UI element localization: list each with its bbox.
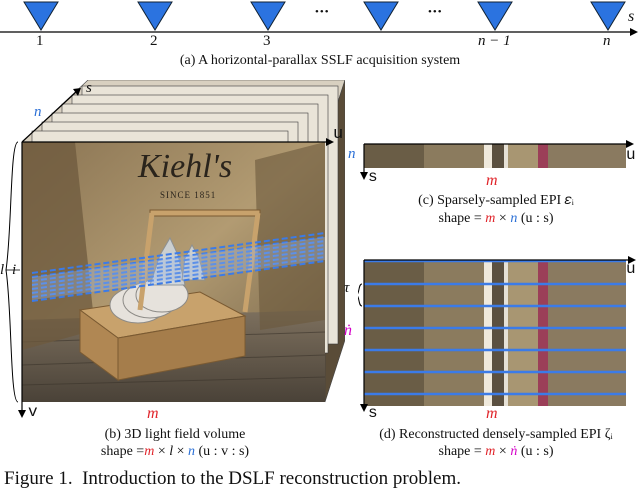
caption-c-x: × <box>495 211 511 226</box>
dense-m-label: m <box>486 405 498 422</box>
ellipsis-1: ••• <box>315 6 330 18</box>
volume-n-label: n <box>34 104 42 120</box>
epi-plane-shading <box>32 237 325 300</box>
light-field-volume <box>5 80 345 418</box>
caption-d-prefix: shape = <box>438 444 486 459</box>
scene-box-left <box>22 142 95 350</box>
caption-b-prefix: shape = <box>100 444 145 459</box>
camera-2-icon <box>137 1 173 31</box>
camera-label-n-minus-1: n − 1 <box>478 33 511 49</box>
ellipsis-2: ••• <box>428 6 443 18</box>
sparse-u-label: u <box>626 146 636 164</box>
scene-box-right <box>255 142 325 330</box>
caption-c-n: n <box>510 211 518 226</box>
camera-n-minus-1-icon <box>477 1 513 31</box>
sparse-m-label: m <box>486 172 498 189</box>
camera-n-icon <box>590 1 626 31</box>
caption-b-x2: × <box>173 444 189 459</box>
volume-u-label: u <box>333 125 344 144</box>
volume-s-label: s <box>86 80 92 96</box>
camera-label-2: 2 <box>150 33 158 49</box>
caption-d-x: × <box>495 444 511 459</box>
s-axis <box>21 91 77 143</box>
volume-v-label: v <box>28 403 38 421</box>
epi-rows <box>31 232 326 302</box>
caption-c-prefix: shape = <box>438 211 486 226</box>
dense-s-label: s <box>368 404 378 422</box>
caption-d-line2: shape = m × ṅ (u : s) <box>352 444 640 460</box>
sparse-n-label: n <box>348 146 356 162</box>
plates <box>109 277 189 324</box>
caption-b-suffix: (u : v : s) <box>195 444 250 459</box>
camera-rig <box>0 1 638 36</box>
dense-ndot-label: ṅ <box>344 322 352 339</box>
caption-b-x1: × <box>154 444 170 459</box>
caption-b-n: n <box>188 444 196 459</box>
crate-side <box>117 315 246 381</box>
sparse-epi-image <box>360 140 634 180</box>
figure-caption: Figure 1. Introduction to the DSLF recon… <box>4 468 461 489</box>
caption-d-suffix: (u : s) <box>517 444 554 459</box>
caption-d-m: m <box>485 444 496 459</box>
camera-label-n: n <box>603 33 611 49</box>
s-axis-arrow <box>630 28 638 36</box>
brand-since: SINCE 1851 <box>160 190 217 200</box>
caption-c-m: m <box>485 211 496 226</box>
basket-handle <box>149 209 261 217</box>
caption-b-l: l <box>169 444 174 459</box>
caption-c-line2: shape = m × n (u : s) <box>360 211 632 227</box>
sparse-s-label: s <box>368 168 378 186</box>
caption-b-m: m <box>144 444 155 459</box>
caption-d-ndot: ṅ <box>510 444 518 459</box>
volume-l-label: l <box>0 262 5 278</box>
dense-tau-label: τ <box>344 280 350 296</box>
camera-label-3: 3 <box>263 33 271 49</box>
camera-label-1: 1 <box>36 33 44 49</box>
volume-m-label: m <box>147 405 159 422</box>
dense-u-label: u <box>626 260 636 278</box>
camera-3-icon <box>250 1 286 31</box>
caption-b-line2: shape =m × l × n (u : v : s) <box>35 444 315 460</box>
dense-epi-image <box>358 256 636 412</box>
tau-brace <box>358 283 363 307</box>
caption-a: (a) A horizontal-parallax SSLF acquisiti… <box>179 53 461 68</box>
camera-1-icon <box>23 1 59 31</box>
camera-4-icon <box>363 1 399 31</box>
dense-epi-rows <box>364 259 626 396</box>
volume-i-label: i <box>12 262 17 278</box>
brand-logo: Kiehl's <box>138 148 233 185</box>
caption-c-line1: (c) Sparsely-sampled EPI 𝜀ᵢ <box>418 193 574 208</box>
caption-d-line1: (d) Reconstructed densely-sampled EPI ζᵢ <box>379 427 613 442</box>
s-axis-label: s <box>628 8 635 25</box>
caption-b-line1: (b) 3D light field volume <box>104 427 246 442</box>
caption-c-suffix: (u : s) <box>517 211 554 226</box>
